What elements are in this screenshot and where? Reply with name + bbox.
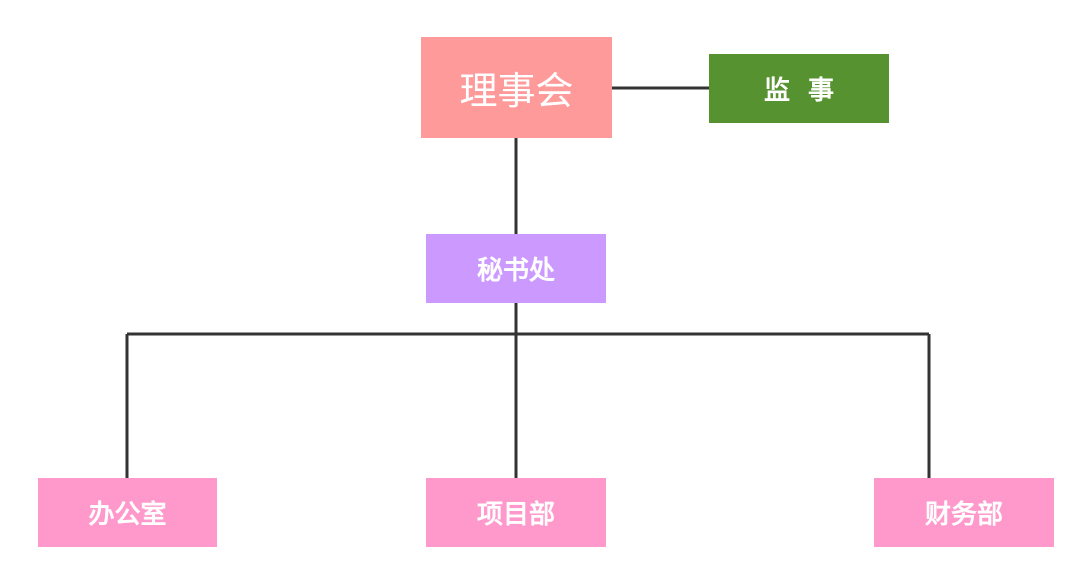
- node-projects-label: 项目部: [476, 500, 555, 530]
- node-supervisor-label: 监 事: [763, 76, 835, 106]
- node-finance-label: 财务部: [924, 500, 1003, 530]
- node-projects: 项目部: [426, 478, 606, 547]
- node-board-label: 理事会: [459, 69, 574, 113]
- node-supervisor: 监 事: [709, 54, 889, 123]
- node-secretariat: 秘书处: [426, 234, 606, 303]
- node-office: 办公室: [38, 478, 217, 547]
- node-board: 理事会: [421, 37, 612, 138]
- node-secretariat-label: 秘书处: [476, 256, 555, 286]
- node-finance: 财务部: [874, 478, 1054, 547]
- node-office-label: 办公室: [88, 500, 167, 530]
